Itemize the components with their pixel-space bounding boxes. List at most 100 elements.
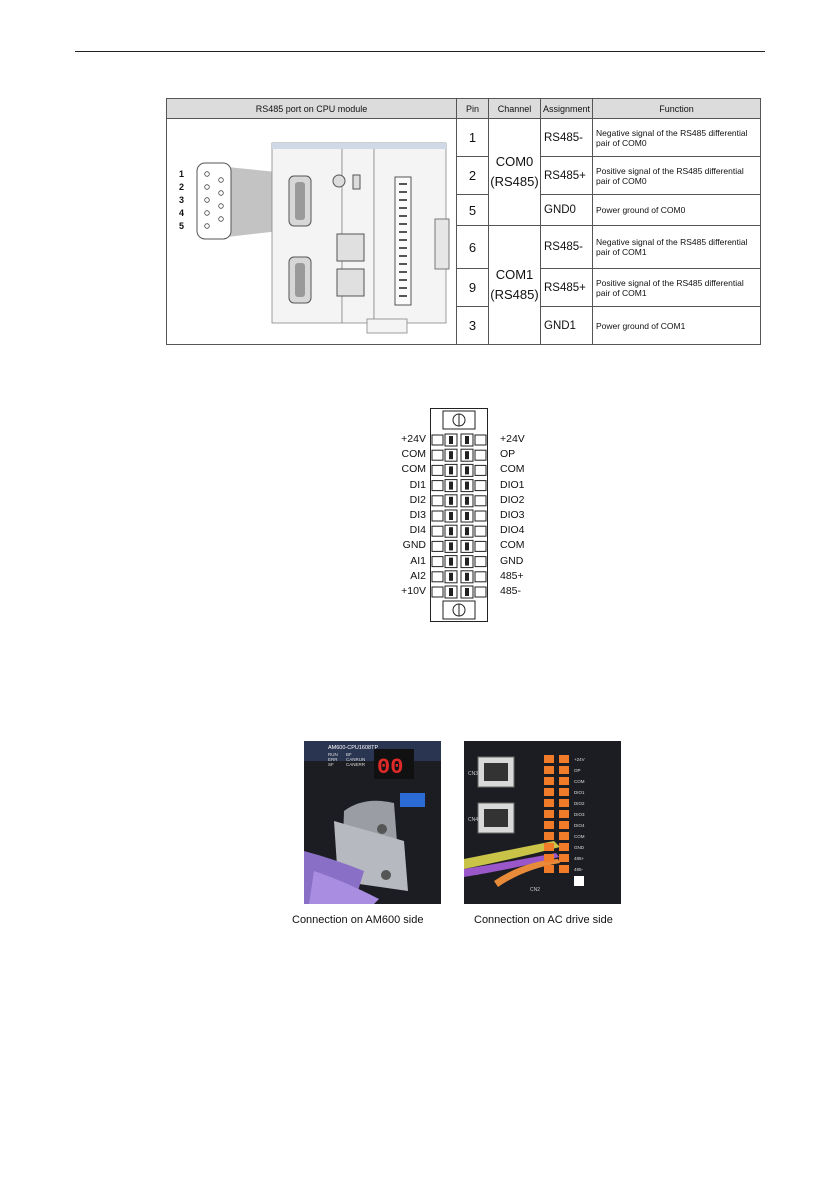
- port-label: CN2: [530, 887, 540, 893]
- terminal-label-right: OP: [500, 448, 516, 461]
- assignment-cell: GND0: [540, 194, 593, 226]
- terminal-label-left: AI2: [410, 569, 426, 582]
- terminal-row: [431, 585, 487, 599]
- drive-terminal-label: +24V: [574, 757, 585, 762]
- terminal-row: [431, 479, 487, 493]
- terminal-block-diagram: [430, 408, 488, 622]
- caption-drive: Connection on AC drive side: [474, 914, 613, 926]
- header-function: Function: [592, 98, 761, 119]
- rs485-pin-table: RS485 port on CPU module Pin Channel Ass…: [166, 98, 761, 345]
- pin-cell: 9: [456, 268, 489, 307]
- function-cell: Power ground of COM0: [592, 194, 761, 226]
- pin-cell: 1: [456, 118, 489, 157]
- terminal-label-left: COM: [401, 448, 427, 461]
- table-row: 3 GND1 Power ground of COM1: [167, 306, 761, 345]
- terminal-label-right: COM: [500, 539, 525, 552]
- table-row: 2 RS485+ Positive signal of the RS485 di…: [167, 156, 761, 195]
- drive-terminal-label: GND: [574, 845, 585, 850]
- module-top-strip: [272, 143, 446, 149]
- assignment-cell: RS485+: [540, 268, 593, 307]
- drive-terminal-row: +24V: [544, 755, 585, 763]
- function-cell: Negative signal of the RS485 differentia…: [592, 225, 761, 269]
- terminal-row: [431, 433, 487, 447]
- terminal-row: [431, 524, 487, 538]
- terminal-row: [431, 463, 487, 477]
- assignment-cell: RS485-: [540, 225, 593, 269]
- drive-terminal-row: DIO1: [544, 788, 585, 796]
- table-row: 9 RS485+ Positive signal of the RS485 di…: [167, 268, 761, 307]
- terminal-label-left: DI1: [409, 478, 426, 491]
- assignment-cell: RS485-: [540, 118, 593, 157]
- terminal-label-left: COM: [401, 463, 427, 476]
- channel-name: COM0: [495, 154, 534, 169]
- header-assignment: Assignment: [540, 98, 593, 119]
- table-header-row: RS485 port on CPU module Pin Channel Ass…: [166, 98, 761, 119]
- led-label: RUN: [328, 752, 338, 757]
- drive-terminal-row: GND: [544, 843, 585, 851]
- terminal-label-left: AI1: [410, 554, 426, 567]
- terminal-label-right: +24V: [500, 433, 525, 445]
- pin-cell: 2: [456, 156, 489, 195]
- terminal-row: [431, 448, 487, 462]
- ethernet-port-2: [336, 268, 365, 297]
- cpu-module-diagram-cell: 1 2 3 4 5 6 7 8 9: [166, 118, 457, 345]
- terminal-row: [431, 509, 487, 523]
- drive-terminal-label: DIO1: [574, 790, 585, 795]
- channel-type: (RS485): [490, 287, 539, 302]
- channel-cell-com0: COM0 (RS485): [488, 118, 541, 226]
- pin-cell: 3: [456, 306, 489, 345]
- caption-am600: Connection on AM600 side: [292, 914, 424, 926]
- terminal-label-right: DIO1: [500, 478, 525, 491]
- drive-terminal-row: DIO4: [544, 821, 585, 829]
- table-row: 5 GND0 Power ground of COM0: [167, 194, 761, 226]
- terminal-label-right: DIO4: [500, 524, 525, 537]
- terminal-label-left: DI3: [409, 509, 426, 521]
- pin-number: 4: [179, 208, 184, 218]
- terminal-label-right: 485-: [500, 585, 522, 597]
- led-label: CANRUN: [346, 757, 365, 762]
- terminal-label-right: GND: [500, 554, 524, 567]
- function-cell: Positive signal of the RS485 differentia…: [592, 156, 761, 195]
- terminal-label-left: DI4: [409, 524, 426, 537]
- drive-terminal-label: 485+: [574, 856, 585, 861]
- terminal-label-left: +10V: [401, 585, 426, 597]
- terminal-label-left: DI2: [409, 493, 426, 506]
- channel-name: COM1: [495, 267, 534, 282]
- function-cell: Negative signal of the RS485 differentia…: [592, 118, 761, 157]
- pin-number: 2: [179, 182, 184, 192]
- drive-terminal-label: DIO2: [574, 801, 585, 806]
- cpu-module-diagram: 1 2 3 4 5 6 7 8 9: [179, 142, 450, 334]
- drive-connection-photo: CN3 CN4 CN5 CN2 +24VOPCOMDIO1DIO2DIO3DIO…: [464, 741, 621, 904]
- terminal-label-right: DIO3: [500, 509, 525, 521]
- port-label: CN3: [468, 771, 478, 777]
- terminal-row: [431, 494, 487, 508]
- drive-terminal-row: 485-: [544, 865, 584, 873]
- header-channel: Channel: [488, 98, 541, 119]
- pin-cell: 5: [456, 194, 489, 226]
- drive-terminal-label: COM: [574, 779, 585, 784]
- led-label: CANERR: [346, 762, 366, 767]
- function-cell: Positive signal of the RS485 differentia…: [592, 268, 761, 307]
- assignment-cell: GND1: [540, 306, 593, 345]
- port-label: CN4: [468, 817, 478, 823]
- led-label: BF: [346, 752, 352, 757]
- led-label: ERR: [328, 757, 338, 762]
- db9-face: [196, 162, 232, 240]
- channel-type: (RS485): [490, 174, 539, 189]
- terminal-block-drawing: [431, 410, 487, 620]
- pin-number: 3: [179, 195, 184, 205]
- header-pin: Pin: [456, 98, 489, 119]
- ethernet-port-1: [336, 233, 365, 262]
- assignment-cell: RS485+: [540, 156, 593, 195]
- pin-cell: 6: [456, 225, 489, 269]
- drive-terminal-label: DIO3: [574, 812, 585, 817]
- terminal-label-right: 485+: [500, 569, 524, 582]
- drive-terminal-row: DIO2: [544, 799, 585, 807]
- terminal-label-left: +24V: [401, 433, 426, 445]
- seven-segment-display: 00: [377, 755, 403, 780]
- drive-terminal-row: DIO3: [544, 810, 585, 818]
- drive-terminal-label: OP: [574, 768, 581, 773]
- drive-terminal-row: COM: [544, 777, 585, 785]
- channel-cell-com1: COM1 (RS485): [488, 225, 541, 345]
- terminal-row: [431, 555, 487, 569]
